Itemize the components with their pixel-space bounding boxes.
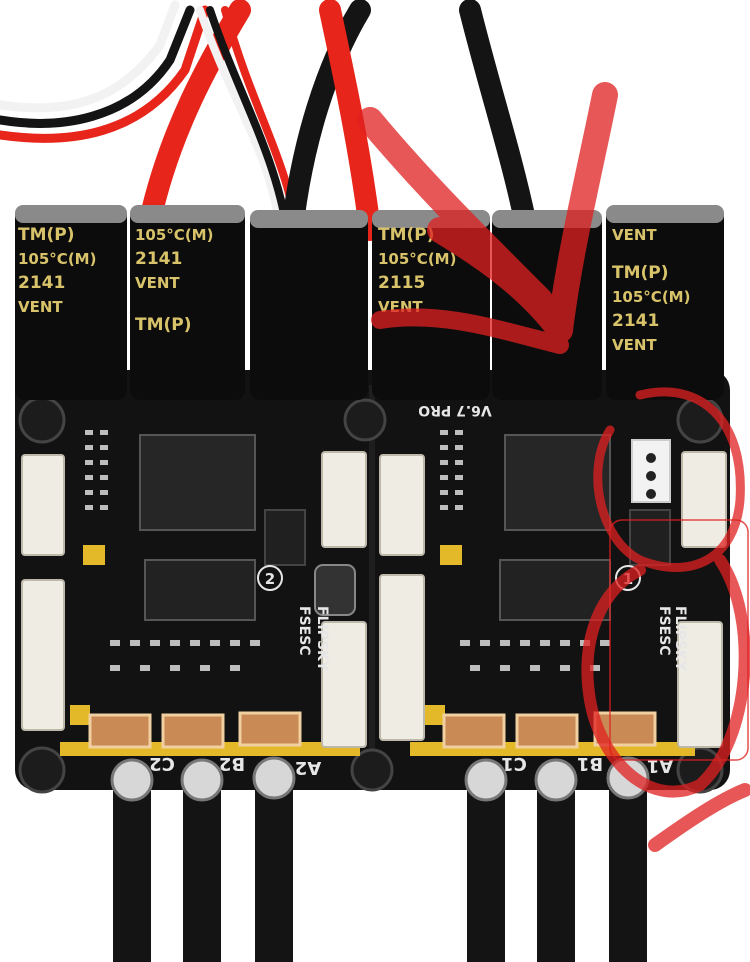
flipsky-silkscreen-right: FLIPSKY xyxy=(672,606,688,672)
cap-label-temp: 105°C(M) xyxy=(378,250,456,268)
jst-connectors xyxy=(21,451,727,748)
solder-joint xyxy=(534,758,578,802)
pad-label-c1: C1 xyxy=(501,753,527,774)
driver-chip xyxy=(499,559,611,621)
annotation-stroke xyxy=(371,308,569,354)
shunt-resistor xyxy=(161,713,225,749)
shunt-resistors xyxy=(88,711,657,749)
pad-label-a2: A2 xyxy=(295,757,321,778)
mcu-chip xyxy=(139,434,256,531)
solder-joint xyxy=(464,758,508,802)
cap-label-code: 2141 xyxy=(612,311,659,331)
cap-label-vent: VENT xyxy=(612,226,657,244)
annotation-circle-lower xyxy=(581,554,750,798)
signal-wire-red xyxy=(0,5,210,143)
version-silkscreen: V6.7 PRO xyxy=(418,402,492,418)
pad-label-c2: C2 xyxy=(149,753,175,774)
cap-label-temp: 105°C(M) xyxy=(612,288,690,306)
flipsky-silkscreen-left: FLIPSKY xyxy=(314,606,330,672)
power-wire-black-right xyxy=(459,0,536,231)
pad-label-a1: A1 xyxy=(647,755,673,776)
channel-number-2: 2 xyxy=(265,570,275,588)
phase-wire-b1 xyxy=(537,790,575,962)
cap-label-temp: 105°C(M) xyxy=(135,226,213,244)
signal-wire-black xyxy=(0,5,195,128)
capacitor xyxy=(250,210,368,400)
cap-label-vent: VENT xyxy=(135,274,180,292)
pad-label-b2: B2 xyxy=(219,753,245,774)
phase-wires xyxy=(110,756,650,962)
jst-connector xyxy=(321,451,367,548)
capacitor: 105°C(M) 2141 VENT TM(P) xyxy=(130,205,245,400)
chips xyxy=(139,434,671,621)
usb-port-icon xyxy=(314,564,356,616)
cap-label-brand: TM(P) xyxy=(612,263,669,283)
screw-icon xyxy=(18,396,66,444)
jst-connector xyxy=(677,621,723,748)
phase-labels: C2 B2 A2 C1 B1 A1 xyxy=(149,753,673,778)
jst-connector xyxy=(21,579,65,731)
cap-label-code: 2141 xyxy=(135,249,182,269)
cap-label-brand: TM(P) xyxy=(135,315,192,335)
cap-label-code: 2115 xyxy=(378,273,425,293)
phase-wire-c1 xyxy=(467,790,505,962)
power-wire-red-right xyxy=(319,0,381,241)
screw-icon xyxy=(350,748,394,792)
annotation-tail xyxy=(648,783,750,852)
capacitor: TM(P) 105°C(M) 2141 VENT xyxy=(15,205,127,400)
phase-wire-a2 xyxy=(255,790,293,962)
phase-wire-b2 xyxy=(183,790,221,962)
shunt-resistor xyxy=(515,713,579,749)
jst-connector xyxy=(379,454,425,556)
arrow-head-icon xyxy=(427,82,618,343)
cap-label-vent: VENT xyxy=(18,298,63,316)
shunt-resistor xyxy=(442,713,506,749)
mcu-chip xyxy=(504,434,611,531)
screw-icon xyxy=(18,746,66,794)
regulator-chip xyxy=(264,509,306,566)
phase-wire-a1 xyxy=(609,790,647,962)
cap-label-vent: VENT xyxy=(612,336,657,354)
phase-wire-c2 xyxy=(113,790,151,962)
capacitor: VENT TM(P) 105°C(M) 2141 VENT xyxy=(606,205,724,400)
signal-wire-white xyxy=(0,0,180,113)
annotation-circle-upper xyxy=(593,387,745,572)
fsesc-silkscreen-right: FSESC xyxy=(656,606,672,656)
pad-label-b1: B1 xyxy=(577,753,603,774)
screw-icon xyxy=(343,398,387,442)
jst-connector xyxy=(379,574,425,741)
mounting-screws xyxy=(18,396,724,794)
shunt-resistor xyxy=(88,713,152,749)
cap-label-brand: TM(P) xyxy=(378,225,435,245)
solder-joint xyxy=(180,758,224,802)
cap-label-code: 2141 xyxy=(18,273,65,293)
jst-connector xyxy=(321,621,367,748)
red-annotations xyxy=(357,82,750,852)
fsesc-silkscreen-left: FSESC xyxy=(296,606,312,656)
driver-chip xyxy=(144,559,256,621)
smd-components xyxy=(85,430,610,671)
cap-label-brand: TM(P) xyxy=(18,225,75,245)
jst-connector xyxy=(21,454,65,556)
jst-connector xyxy=(681,451,727,548)
solder-joint xyxy=(252,756,296,800)
annotation-thin-outline xyxy=(609,519,749,761)
cap-label-temp: 105°C(M) xyxy=(18,250,96,268)
shunt-resistor xyxy=(238,711,302,747)
solder-joint xyxy=(110,758,154,802)
